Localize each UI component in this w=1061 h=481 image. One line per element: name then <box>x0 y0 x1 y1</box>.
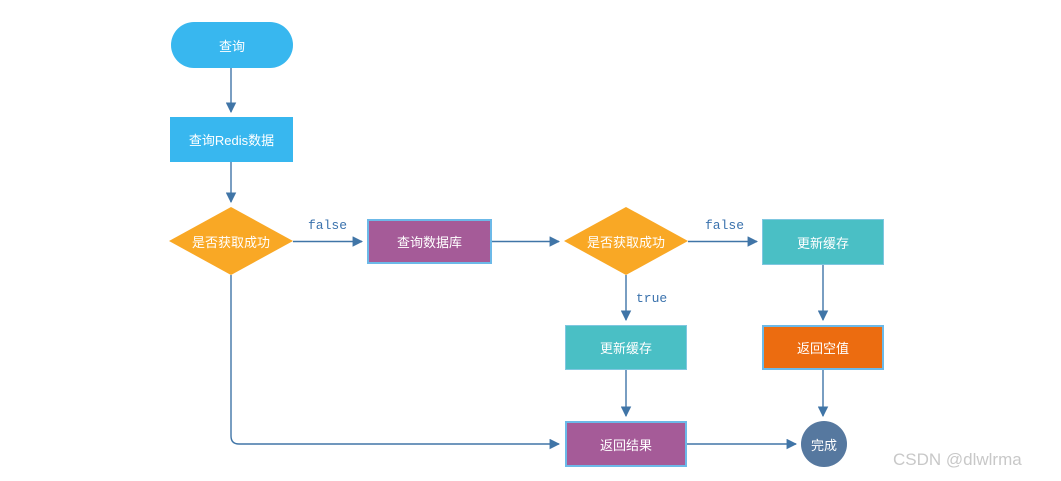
edge-label-decision1-false: false <box>308 218 348 233</box>
node-return-empty-label: 返回空值 <box>796 341 849 356</box>
node-start-label: 查询 <box>218 38 245 54</box>
node-update-cache-right-label: 更新缓存 <box>796 235 849 251</box>
edge-decision1-to-return-result <box>230 275 561 450</box>
node-return-result-label: 返回结果 <box>599 437 652 453</box>
node-query-db-label: 查询数据库 <box>396 235 462 250</box>
node-decision-db-success-label: 是否获取成功 <box>586 234 665 250</box>
node-done-label: 完成 <box>810 437 837 453</box>
node-update-cache-right: 更新缓存 <box>762 219 884 265</box>
node-query-redis: 查询Redis数据 <box>170 117 293 162</box>
edge-label-decision2-false: false <box>705 218 745 233</box>
node-update-cache-mid-label: 更新缓存 <box>599 341 652 356</box>
watermark-text: CSDN @dlwlrma <box>893 450 1022 469</box>
edge-label-decision2-true: true <box>636 291 668 306</box>
node-return-result: 返回结果 <box>565 421 687 467</box>
node-decision-db-success: 是否获取成功 <box>564 207 688 275</box>
node-decision-redis-success: 是否获取成功 <box>169 207 293 275</box>
node-start: 查询 <box>171 22 293 68</box>
node-done: 完成 <box>801 421 847 467</box>
node-return-empty: 返回空值 <box>762 325 884 370</box>
node-query-redis-label: 查询Redis数据 <box>188 133 275 148</box>
node-query-db: 查询数据库 <box>367 219 492 264</box>
node-decision-redis-success-label: 是否获取成功 <box>191 234 270 250</box>
node-update-cache-mid: 更新缓存 <box>565 325 687 370</box>
